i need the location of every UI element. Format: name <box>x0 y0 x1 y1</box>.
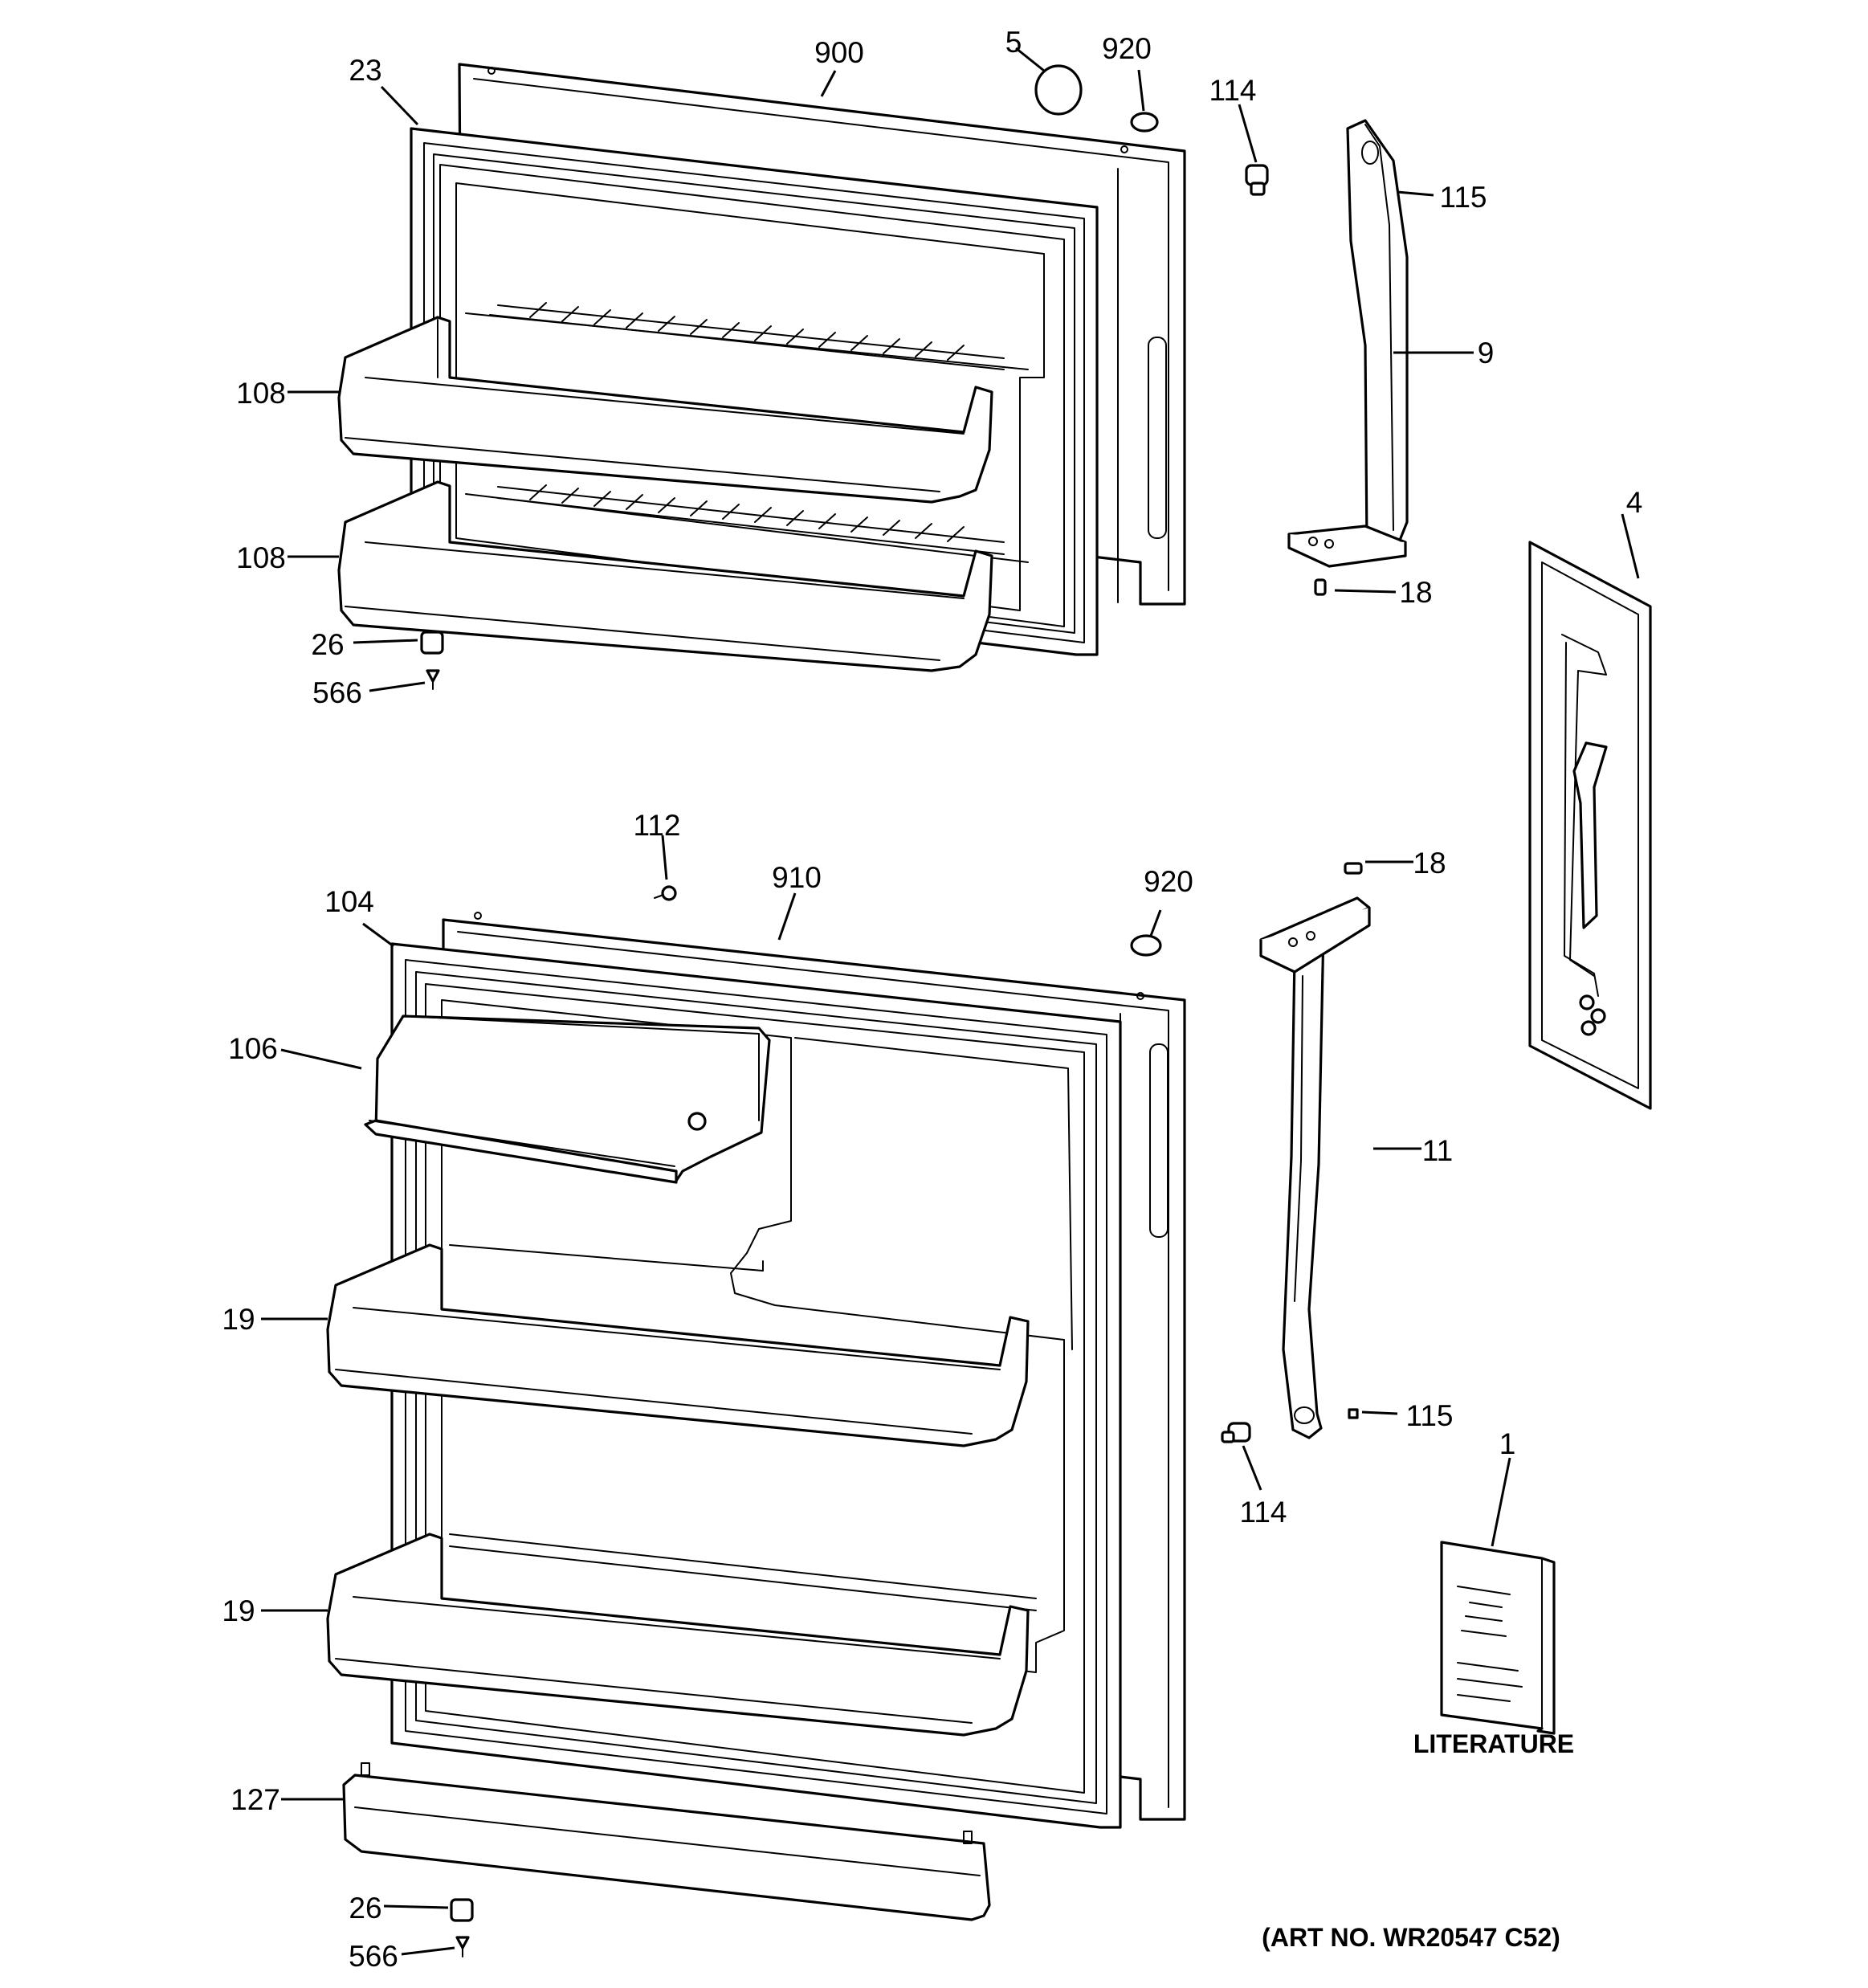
callout-115-top: 115 <box>1440 181 1487 214</box>
callout-566-bottom: 566 <box>349 1940 398 1973</box>
part-920-plug-bottom <box>1130 934 1162 957</box>
callout-115-bottom: 115 <box>1406 1399 1454 1432</box>
callout-920-top: 920 <box>1102 32 1152 65</box>
part-26-stop-bottom <box>450 1898 474 1922</box>
part-920-plug-top <box>1130 112 1159 133</box>
part-4-handle-kit-package <box>1528 541 1652 1110</box>
callout-5: 5 <box>1005 26 1022 59</box>
art-number-label: (ART NO. WR20547 C52) <box>1262 1923 1560 1952</box>
callout-26-top: 26 <box>311 628 344 661</box>
callout-11: 11 <box>1422 1134 1453 1167</box>
fresh-food-door-shelf-lower <box>326 1533 1030 1737</box>
callout-127: 127 <box>230 1783 280 1816</box>
literature-label: LITERATURE <box>1413 1729 1574 1758</box>
part-5-plug <box>1034 64 1083 116</box>
callout-104: 104 <box>324 885 374 918</box>
callout-23: 23 <box>349 54 381 87</box>
callout-114-top: 114 <box>1209 74 1257 107</box>
freezer-door-handle <box>1287 119 1409 568</box>
fresh-food-door-liner <box>425 983 1085 1794</box>
callout-112: 112 <box>634 809 681 842</box>
dairy-compartment-door <box>364 1014 771 1184</box>
literature-booklet <box>1440 1541 1556 1735</box>
callout-920-bottom: 920 <box>1144 865 1193 898</box>
callout-566-top: 566 <box>312 676 362 709</box>
callout-108-upper: 108 <box>236 377 286 410</box>
callout-1: 1 <box>1499 1427 1516 1460</box>
callout-108-lower: 108 <box>236 541 286 574</box>
part-114-handle-mount-top <box>1245 164 1269 196</box>
part-18-screw-top <box>1314 578 1327 596</box>
callout-labels: 23 900 5 920 114 115 9 108 108 4 18 26 5… <box>222 26 1642 1973</box>
callout-18-top: 18 <box>1399 576 1432 609</box>
callout-106: 106 <box>228 1032 278 1065</box>
callout-9: 9 <box>1478 337 1495 369</box>
part-566-screw-top <box>426 669 440 690</box>
freezer-door-shelf-lower <box>337 480 993 672</box>
part-114-handle-mount-bottom <box>1221 1422 1251 1443</box>
fresh-food-door-bottom-trim <box>342 1762 991 1921</box>
part-115-screw-bottom <box>1348 1408 1359 1419</box>
callout-900: 900 <box>814 36 864 69</box>
part-112-screw <box>654 885 677 901</box>
freezer-door-ridges <box>529 302 965 542</box>
callout-19-lower: 19 <box>222 1594 255 1627</box>
freezer-door-shelf-upper <box>337 316 993 504</box>
part-18-screw-bottom <box>1344 862 1363 875</box>
fresh-food-door-shelf-upper <box>326 1243 1030 1447</box>
callout-19-upper: 19 <box>222 1303 255 1336</box>
callout-114-bottom: 114 <box>1240 1496 1287 1529</box>
part-566-screw-bottom <box>455 1936 470 1957</box>
callout-18-bottom: 18 <box>1413 847 1446 880</box>
callout-4: 4 <box>1626 486 1643 519</box>
callout-26-bottom: 26 <box>349 1892 381 1925</box>
fresh-food-door-handle <box>1259 896 1371 1439</box>
leader-lines <box>261 47 1640 1956</box>
freezer-door-liner <box>439 164 1065 627</box>
callout-910: 910 <box>772 861 822 894</box>
part-26-stop-top <box>420 631 444 655</box>
